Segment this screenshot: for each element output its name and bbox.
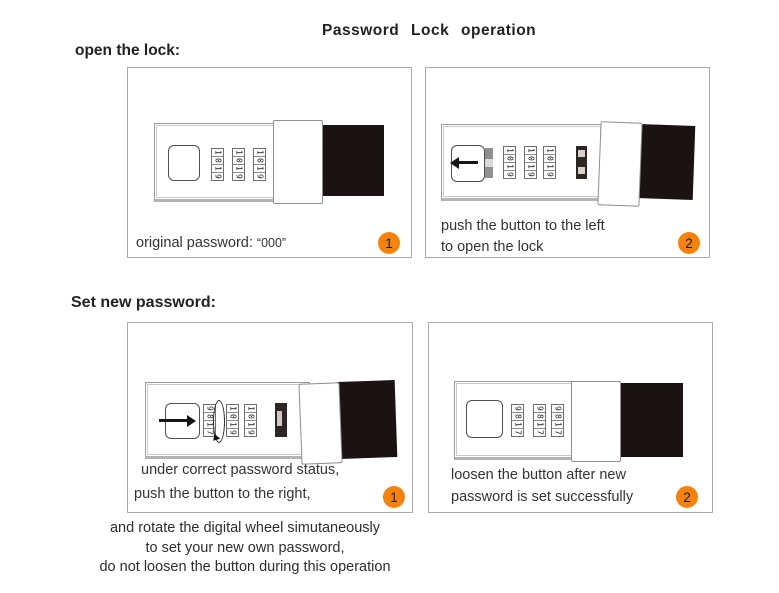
wheel-digit: 0 [525, 154, 536, 162]
footer-line1: and rotate the digital wheel simutaneous… [109, 520, 381, 536]
lock-slide-plate [273, 120, 323, 204]
caption-step1: original password: “000” [136, 235, 286, 251]
wheel-digit: 1 [504, 162, 515, 170]
wheel-digit: 8 [512, 412, 523, 420]
wheel-digit: 1 [204, 420, 215, 428]
wheel-digit: 7 [512, 428, 523, 436]
lock-button [168, 145, 200, 181]
wheel-digit: 8 [204, 412, 215, 420]
wheel-digit: 7 [534, 428, 545, 436]
lock-slide-plate [298, 382, 343, 465]
lock-shackle-block [321, 125, 384, 196]
wheel-digit: 8 [534, 412, 545, 420]
caption-step2-line2: to open the lock [441, 239, 544, 255]
wheel-digit: 1 [526, 148, 536, 153]
rotate-wheel-icon [213, 400, 225, 443]
wheel-digit: 0 [233, 156, 244, 164]
wheel-digit: 1 [552, 420, 563, 428]
wheel-digit: 9 [254, 172, 265, 180]
lock-shackle-block [636, 124, 696, 200]
wheel-digit: 0 [544, 154, 555, 162]
wheel-digit: 1 [254, 164, 265, 172]
push-left-arrow-icon [450, 156, 478, 169]
footer-line3: do not loosen the button during this ope… [99, 559, 391, 575]
wheel-digit: 1 [246, 406, 256, 411]
lock-shackle-block [337, 380, 398, 459]
caption-step4-line1: loosen the button after new [451, 467, 626, 483]
lock-slide-plate [597, 121, 643, 207]
lock-slide-plate [571, 381, 621, 462]
wheel-digit: 0 [227, 412, 238, 420]
wheel-digit: 0 [212, 156, 223, 164]
wheel-digit: 1 [228, 406, 238, 411]
section-heading-open-lock: open the lock: [75, 42, 181, 59]
wheel-digit: 9 [553, 406, 563, 411]
lock-pin [275, 403, 287, 437]
footer-note: and rotate the digital wheel simutaneous… [40, 519, 450, 578]
wheel-digit: 1 [255, 150, 265, 155]
wheel-digit: 9 [233, 172, 244, 180]
caption-step3-line2: push the button to the right, [134, 486, 311, 502]
wheel-digit: 1 [227, 420, 238, 428]
wheel-digit: 1 [505, 148, 515, 153]
section-heading-set-password: Set new password: [71, 294, 216, 311]
wheel-digit: 9 [513, 406, 523, 411]
wheel-digit: 9 [504, 170, 515, 178]
step-badge: 2 [676, 486, 698, 508]
wheel-digit: 1 [545, 148, 555, 153]
wheel-digit: 9 [205, 406, 215, 411]
step-badge: 1 [383, 486, 405, 508]
wheel-digit: 1 [212, 164, 223, 172]
lock-shackle-block [619, 383, 683, 457]
lock-button [466, 400, 503, 438]
wheel-digit: 9 [212, 172, 223, 180]
wheel-digit: 1 [525, 162, 536, 170]
caption-step3-line1: under correct password status, [141, 462, 340, 478]
wheel-digit: 9 [227, 428, 238, 436]
wheel-digit: 0 [504, 154, 515, 162]
caption-step2-line1: push the button to the left [441, 218, 605, 234]
wheel-digit: 1 [233, 164, 244, 172]
button-latch [485, 148, 493, 178]
original-password-value: “000” [256, 236, 287, 250]
caption-text: original password: [136, 235, 253, 251]
wheel-digit: 9 [544, 170, 555, 178]
wheel-digit: 1 [512, 420, 523, 428]
wheel-digit: 1 [234, 150, 244, 155]
push-right-arrow-icon [159, 414, 196, 427]
wheel-digit: 1 [534, 420, 545, 428]
wheel-digit: 1 [245, 420, 256, 428]
step-badge: 1 [378, 232, 400, 254]
wheel-digit: 0 [254, 156, 265, 164]
wheel-digit: 1 [544, 162, 555, 170]
wheel-digit: 9 [245, 428, 256, 436]
step-badge: 2 [678, 232, 700, 254]
wheel-digit: 7 [552, 428, 563, 436]
footer-line2: to set your new own password, [145, 539, 345, 556]
page-title: Password Lock operation [322, 22, 537, 39]
lock-pin [576, 146, 587, 179]
wheel-digit: 9 [535, 406, 545, 411]
wheel-digit: 9 [525, 170, 536, 178]
wheel-digit: 1 [213, 150, 223, 155]
wheel-digit: 7 [204, 428, 215, 436]
wheel-digit: 0 [245, 412, 256, 420]
caption-step4-line2: password is set successfully [451, 489, 634, 505]
wheel-digit: 8 [552, 412, 563, 420]
